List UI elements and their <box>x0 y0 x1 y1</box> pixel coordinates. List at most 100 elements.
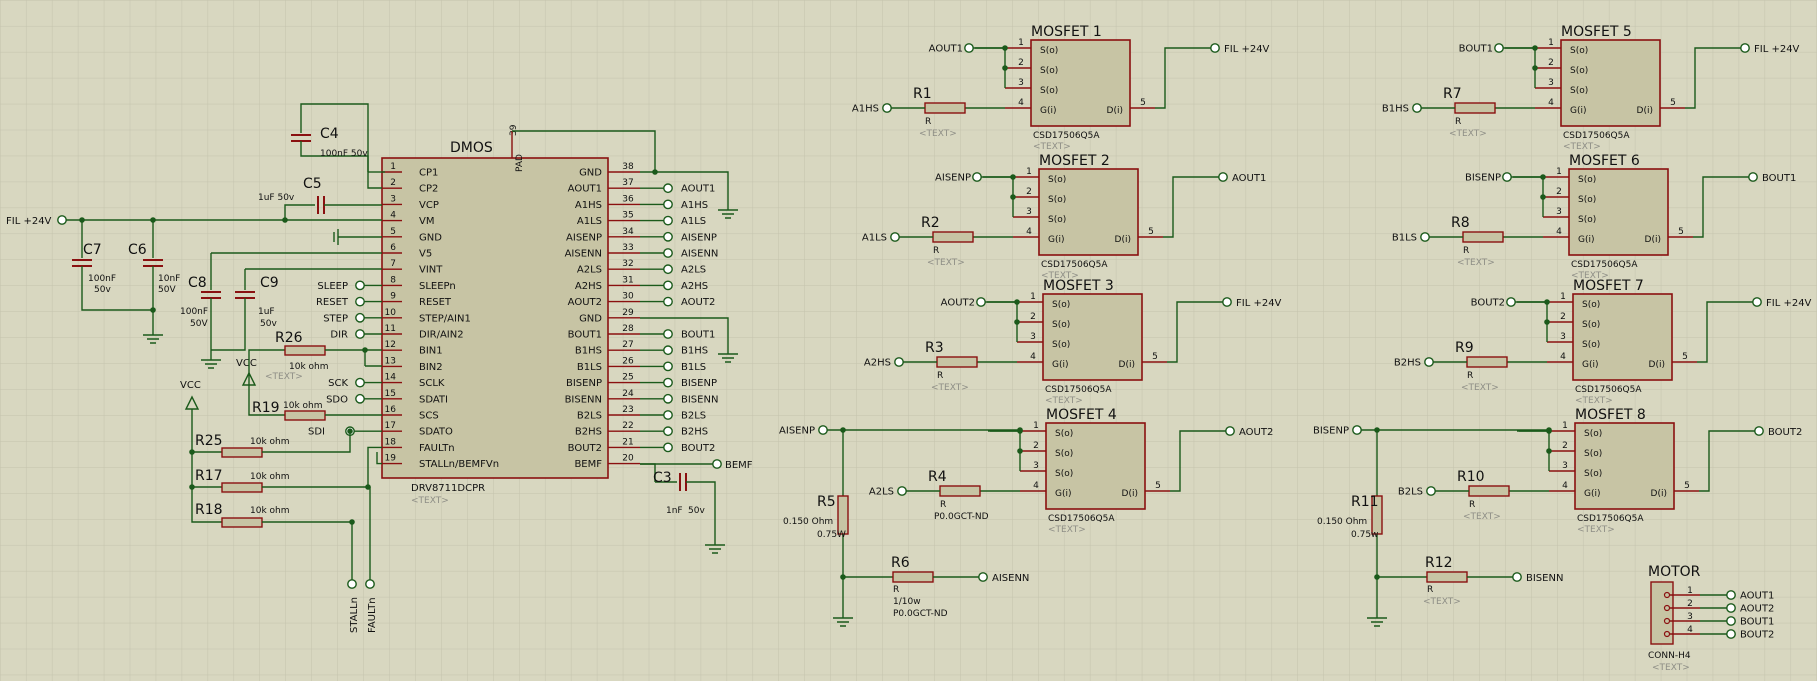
net-terminal-source[interactable] <box>976 297 986 307</box>
net-terminal-gate[interactable] <box>894 357 904 367</box>
wire <box>1699 430 1755 492</box>
resistor-gate[interactable] <box>924 102 966 114</box>
net-terminal-sense-n[interactable] <box>978 572 988 582</box>
net-terminal-step[interactable] <box>355 312 365 323</box>
net-terminal-a2hs[interactable] <box>663 280 673 291</box>
net-terminal-bout1[interactable] <box>663 329 673 339</box>
net-terminal-drain[interactable] <box>1218 172 1228 182</box>
mosfet-body[interactable] <box>1568 168 1669 256</box>
resistor-gate[interactable] <box>1466 356 1508 368</box>
pin-number: 14 <box>385 373 397 383</box>
net-terminal-gate[interactable] <box>1420 232 1430 242</box>
net-terminal-dir[interactable] <box>355 329 365 339</box>
net-terminal-drain[interactable] <box>1210 43 1220 53</box>
mosfet-body[interactable] <box>1030 39 1131 127</box>
net-terminal-motor[interactable] <box>1726 616 1736 626</box>
resistor-gate[interactable] <box>1454 102 1496 114</box>
gate-resistor-text: <TEXT> <box>1449 129 1487 139</box>
net-terminal-bout2[interactable] <box>663 442 673 453</box>
net-terminal-drain[interactable] <box>1225 426 1235 436</box>
resistor-gate[interactable] <box>1468 485 1510 497</box>
net-terminal-motor[interactable] <box>1726 590 1736 600</box>
mosfet-body[interactable] <box>1574 422 1675 510</box>
net-terminal-source[interactable] <box>1494 43 1504 53</box>
resistor-r6[interactable] <box>892 571 934 583</box>
resistor-gate[interactable] <box>1462 231 1504 243</box>
net-terminal-reset[interactable] <box>355 296 365 307</box>
resistor-r12[interactable] <box>1426 571 1468 583</box>
sense-low-value: R <box>1427 585 1433 595</box>
net-terminal-fil24v[interactable] <box>57 215 67 225</box>
mosfet-pin-name: S(o) <box>1582 320 1600 330</box>
net-terminal-b2hs[interactable] <box>663 426 673 437</box>
net-terminal-sense-p[interactable] <box>818 425 828 435</box>
net-terminal-source[interactable] <box>964 43 974 53</box>
resistor-r19[interactable] <box>284 410 326 421</box>
net-terminal-aout2[interactable] <box>663 296 673 307</box>
net-terminal-sleep[interactable] <box>355 280 365 291</box>
net-terminal-motor[interactable] <box>1726 603 1736 613</box>
net-label-source: BOUT1 <box>1459 44 1493 55</box>
net-label-drain: FIL +24V <box>1236 298 1282 309</box>
net-terminal-bisenn[interactable] <box>663 393 673 404</box>
resistor-gate[interactable] <box>932 231 974 243</box>
resistor-r26[interactable] <box>284 345 326 356</box>
net-terminal-drain[interactable] <box>1754 426 1764 436</box>
net-terminal-aisenp[interactable] <box>663 231 673 242</box>
net-terminal-aout1[interactable] <box>663 183 673 194</box>
resistor-r25[interactable] <box>221 447 263 458</box>
net-terminal-drain[interactable] <box>1222 297 1232 307</box>
net-terminal-gate[interactable] <box>1412 103 1422 113</box>
resistor-r18[interactable] <box>221 517 263 528</box>
net-terminal-drain[interactable] <box>1740 43 1750 53</box>
net-terminal-b2ls[interactable] <box>663 410 673 420</box>
net-terminal-source[interactable] <box>972 172 982 182</box>
mosfet-text: <TEXT> <box>1033 142 1071 152</box>
net-terminal-b1ls[interactable] <box>663 361 673 372</box>
pin-number: 20 <box>622 454 634 464</box>
net-terminal-a1ls[interactable] <box>663 215 673 226</box>
motor-net-label: BOUT1 <box>1740 617 1774 628</box>
net-label-dir: DIR <box>330 330 348 341</box>
net-terminal-bemf[interactable] <box>712 459 722 469</box>
resistor-gate[interactable] <box>939 485 981 497</box>
net-terminal-motor[interactable] <box>1726 629 1736 639</box>
resistor-r5[interactable] <box>837 495 849 535</box>
net-terminal-faultn[interactable] <box>365 579 375 589</box>
net-terminal-sck[interactable] <box>355 377 365 388</box>
net-terminal-a1hs[interactable] <box>663 199 673 210</box>
net-terminal-sense-p[interactable] <box>1352 425 1362 435</box>
net-terminal-gate[interactable] <box>897 486 907 496</box>
mosfet-pin-name: S(o) <box>1055 429 1073 439</box>
net-terminal-gate[interactable] <box>882 103 892 113</box>
mosfet-body[interactable] <box>1572 293 1673 381</box>
mosfet-body[interactable] <box>1045 422 1146 510</box>
net-terminal-sense-n[interactable] <box>1512 572 1522 582</box>
net-terminal-bisenp[interactable] <box>663 377 673 388</box>
resistor-gate[interactable] <box>936 356 978 368</box>
net-terminal-gate[interactable] <box>1424 357 1434 367</box>
net-label-sense-n: AISENN <box>992 573 1029 584</box>
net-terminal-drain[interactable] <box>1748 172 1758 182</box>
net-terminal-sdo[interactable] <box>355 393 365 404</box>
dmos-chip-body[interactable] <box>381 157 609 479</box>
mosfet-body[interactable] <box>1042 293 1143 381</box>
net-terminal-stalln[interactable] <box>347 579 357 589</box>
net-terminal-b1hs[interactable] <box>663 345 673 356</box>
resistor-r17[interactable] <box>221 482 263 493</box>
pin-name: AOUT2 <box>568 297 602 308</box>
net-terminal-a2ls[interactable] <box>663 264 673 275</box>
net-label: A2HS <box>681 281 708 292</box>
net-terminal-source[interactable] <box>1506 297 1516 307</box>
mosfet-body[interactable] <box>1560 39 1661 127</box>
net-terminal-gate[interactable] <box>1426 486 1436 496</box>
pin-name: B2LS <box>577 411 602 422</box>
net-terminal-drain[interactable] <box>1752 297 1762 307</box>
net-terminal-gate[interactable] <box>890 232 900 242</box>
mosfet-body[interactable] <box>1038 168 1139 256</box>
net-terminal-aisenn[interactable] <box>663 248 673 258</box>
wire <box>1170 430 1226 492</box>
net-label-drain: AOUT2 <box>1239 427 1273 438</box>
net-terminal-source[interactable] <box>1502 172 1512 182</box>
